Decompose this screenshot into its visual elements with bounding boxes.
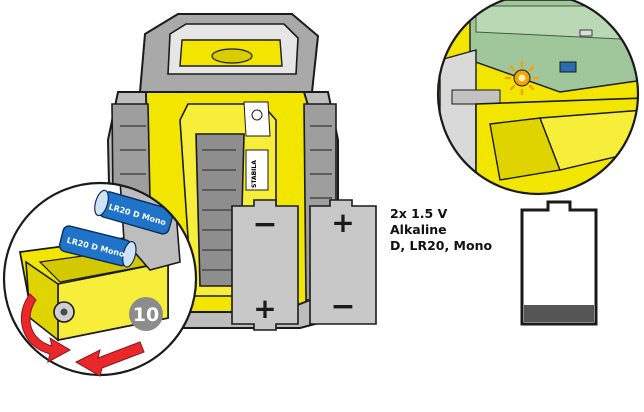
battery-icon-1 [231, 199, 299, 331]
battery-spec-line-2: Alkaline [390, 222, 447, 237]
battery-1-plus: + [253, 292, 276, 325]
low-battery-icon [520, 200, 598, 326]
battery-compartment-zoom: LR20 D Mono LR20 D Mono 10 [2, 181, 198, 377]
pull-out-arrow-icon [74, 341, 145, 377]
battery-1-minus: − [252, 207, 277, 242]
battery-spec: 2x 1.5 V Alkaline D, LR20, Mono [390, 206, 492, 254]
led-indicator-zoom [436, 0, 640, 196]
battery-spec-line-1: 2x 1.5 V [390, 206, 448, 221]
brand-label: STABILA [251, 160, 258, 188]
battery-polarity-icons: − + + − [231, 199, 377, 331]
step-number-badge [129, 297, 163, 331]
battery-2-minus: − [330, 289, 355, 324]
battery-spec-line-3: D, LR20, Mono [390, 238, 493, 253]
led-blink-icon [504, 60, 540, 96]
battery-icon-2 [309, 199, 377, 325]
step-number: 10 [133, 304, 159, 326]
battery-2-plus: + [331, 206, 354, 239]
rotate-arrow-icon [20, 293, 72, 363]
